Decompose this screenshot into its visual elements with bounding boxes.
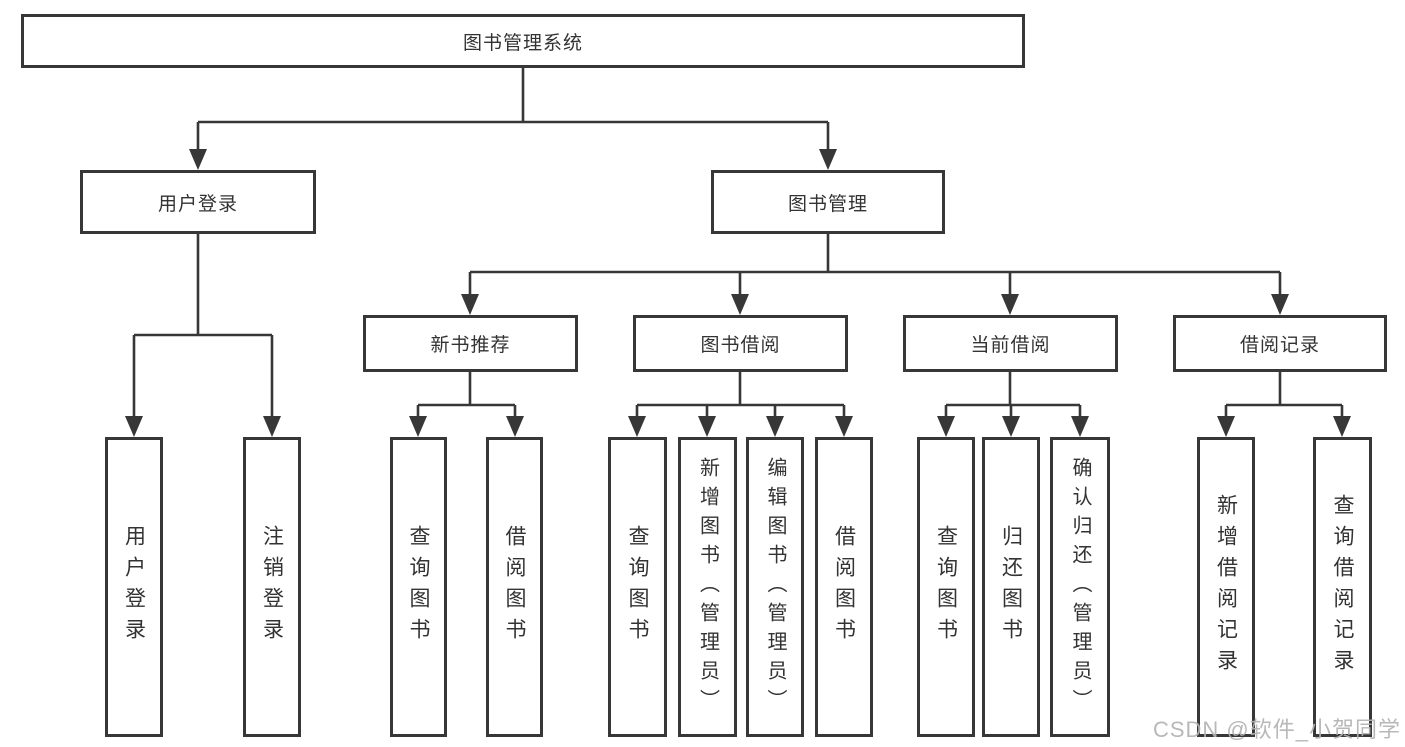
arrow-down-icon	[819, 149, 837, 170]
leaf-borrow-books: 借阅图书	[486, 437, 543, 737]
arrow-down-icon	[125, 416, 143, 437]
arrow-down-icon	[409, 416, 427, 437]
node-label: 图书管理系统	[462, 32, 583, 54]
node-label: 借阅图书	[832, 525, 856, 649]
arrow-down-icon	[937, 416, 955, 437]
leaf-edit-books-admin: 编辑图书（管理员）	[746, 437, 804, 737]
node-book-borrowing: 图书借阅	[633, 315, 848, 372]
tree-branch-lines	[132, 68, 1344, 418]
arrow-down-icon	[189, 149, 207, 170]
node-label: 查询图书	[934, 525, 958, 649]
leaf-borrow-books: 借阅图书	[815, 437, 873, 737]
node-label: 查询借阅记录	[1331, 494, 1354, 680]
leaf-add-borrow-record: 新增借阅记录	[1197, 437, 1255, 737]
node-new-book-recommend: 新书推荐	[363, 315, 578, 372]
arrow-down-icon	[1001, 294, 1019, 315]
leaf-query-books: 查询图书	[917, 437, 975, 737]
leaf-query-books: 查询图书	[390, 437, 447, 737]
node-label: 查询图书	[626, 525, 649, 649]
node-label: 查询图书	[407, 525, 430, 649]
node-user-login: 用户登录	[80, 170, 316, 234]
arrow-down-icon	[1217, 416, 1235, 437]
arrow-down-icon	[766, 416, 784, 437]
leaf-query-books: 查询图书	[608, 437, 667, 737]
arrow-down-icon	[1271, 294, 1289, 315]
node-book-management: 图书管理	[711, 170, 945, 234]
arrow-down-icon	[628, 416, 646, 437]
csdn-watermark: CSDN @软件_小贺同学	[1152, 717, 1401, 742]
node-label: 借阅记录	[1239, 335, 1320, 356]
node-label: 借阅图书	[503, 525, 526, 649]
arrow-down-icon	[506, 416, 524, 437]
arrowhead-icons	[125, 149, 1351, 437]
node-label: 编辑图书（管理员）	[764, 456, 786, 718]
leaf-return-books: 归还图书	[982, 437, 1040, 737]
arrow-down-icon	[835, 416, 853, 437]
node-label: 归还图书	[999, 525, 1023, 649]
leaf-user-login: 用户登录	[105, 437, 163, 737]
arrow-down-icon	[263, 416, 281, 437]
leaf-add-books-admin: 新增图书（管理员）	[678, 437, 737, 737]
arrow-down-icon	[731, 294, 749, 315]
node-label: 确认归还（管理员）	[1069, 456, 1091, 718]
node-label: 新增借阅记录	[1214, 494, 1238, 680]
node-label: 图书借阅	[700, 335, 781, 356]
node-label: 用户登录	[122, 525, 146, 649]
arrow-down-icon	[461, 294, 479, 315]
node-label: 注销登录	[260, 525, 284, 649]
node-borrowing-records: 借阅记录	[1173, 315, 1387, 372]
arrow-down-icon	[1002, 416, 1020, 437]
node-label: 新增图书（管理员）	[696, 456, 719, 718]
leaf-logout: 注销登录	[243, 437, 301, 737]
node-label: 新书推荐	[430, 335, 511, 356]
node-current-borrowing: 当前借阅	[903, 315, 1118, 372]
node-label: 用户登录	[157, 193, 238, 215]
arrow-down-icon	[1333, 416, 1351, 437]
node-label: 图书管理	[787, 193, 868, 215]
leaf-confirm-return-admin: 确认归还（管理员）	[1050, 437, 1110, 737]
leaf-query-borrow-record: 查询借阅记录	[1313, 437, 1372, 737]
node-library-management-system: 图书管理系统	[21, 14, 1025, 68]
arrow-down-icon	[1071, 416, 1089, 437]
node-label: 当前借阅	[970, 335, 1051, 356]
arrow-down-icon	[698, 416, 716, 437]
